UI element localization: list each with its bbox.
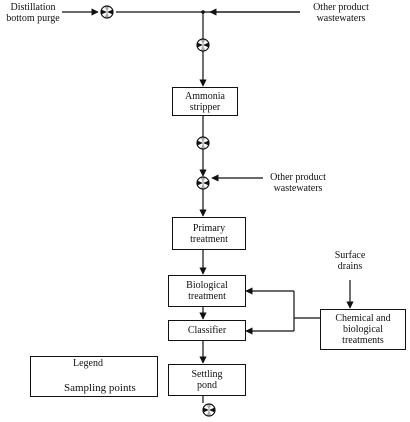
- other-top-line-1: Other product: [313, 2, 369, 13]
- bio-line-1: Biological: [186, 280, 228, 291]
- other-mid-line-2: wastewaters: [273, 183, 323, 194]
- other-mid-line-1: Other product: [270, 172, 326, 183]
- legend-title: Legend: [73, 358, 103, 369]
- bio-line-2: treatment: [188, 291, 226, 302]
- sampling-point-icon: [196, 136, 210, 150]
- sampling-point-icon: [196, 176, 210, 190]
- chemical-biological-box: Chemical and biological treatments: [320, 309, 406, 350]
- distillation-line-2: bottom purge: [6, 13, 60, 24]
- chem-line-3: treatments: [342, 335, 384, 346]
- settling-line-2: pond: [197, 380, 217, 391]
- surface-line-2: drains: [337, 261, 363, 272]
- biological-treatment-box: Biological treatment: [168, 275, 246, 307]
- surface-drains-label: Surface drains: [328, 250, 372, 272]
- chem-line-1: Chemical and: [335, 313, 391, 324]
- primary-line-2: treatment: [190, 233, 228, 245]
- ammonia-line-2: stripper: [189, 101, 221, 113]
- settling-pond-box: Settling pond: [168, 364, 246, 396]
- legend-item-label: Sampling points: [64, 382, 136, 394]
- clarifier-box: Classifier: [168, 320, 246, 341]
- other-mid-label: Other product wastewaters: [262, 172, 334, 194]
- ammonia-stripper-box: Ammonia stripper: [172, 87, 238, 116]
- chem-line-2: biological: [343, 324, 383, 335]
- distillation-line-1: Distillation: [10, 2, 56, 13]
- ammonia-line-1: Ammonia: [185, 90, 225, 102]
- sampling-point-icon: [202, 403, 216, 417]
- primary-treatment-box: Primary treatment: [172, 217, 246, 250]
- other-top-label: Other product wastewaters: [305, 2, 377, 24]
- clarifier-label: Classifier: [187, 325, 227, 336]
- primary-line-1: Primary: [192, 222, 226, 234]
- surface-line-1: Surface: [334, 250, 366, 261]
- settling-line-1: Settling: [191, 369, 223, 380]
- sampling-point-icon: [196, 38, 210, 52]
- other-top-line-2: wastewaters: [316, 13, 366, 24]
- distillation-label: Distillation bottom purge: [4, 2, 62, 24]
- legend-box: [30, 356, 158, 397]
- sampling-point-icon: [100, 5, 114, 19]
